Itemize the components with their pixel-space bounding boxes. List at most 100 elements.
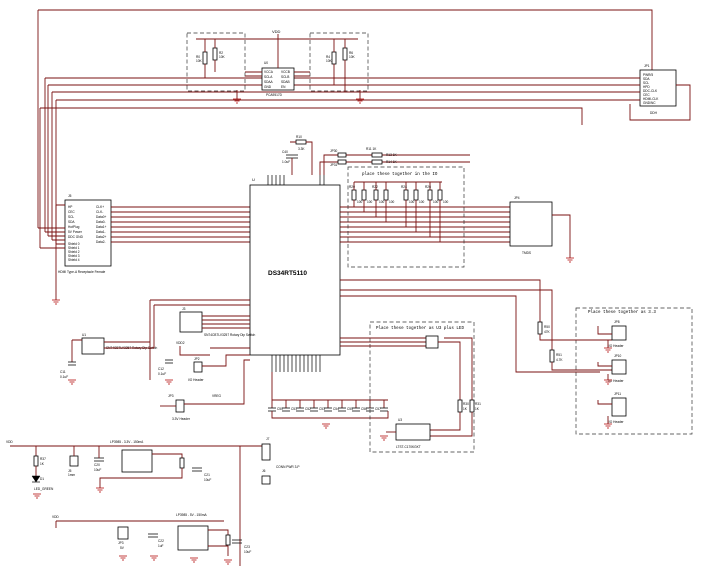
jp1-connector: JP1 PWR/5 SDA SCL HPD DDC-CLK CEC HDMI-C… <box>608 64 691 121</box>
j5-pin: CLK+ <box>96 205 104 209</box>
r10-val: 3.3K <box>298 147 305 151</box>
r-led-val: 1K <box>475 407 480 411</box>
ground-power-bottom <box>119 555 232 565</box>
jp1-pin: SCL <box>643 81 649 85</box>
j5-pin: CLK- <box>96 210 103 214</box>
c-out: C21 <box>204 473 210 477</box>
led-group <box>369 321 475 453</box>
j5-pin: SCL <box>68 215 74 219</box>
r-top-val-3: 10K <box>349 55 356 59</box>
decap: C53 <box>319 407 325 411</box>
led-bank: R30 R31 1K 1K U3 LTST-C170KGKT <box>340 335 481 449</box>
pullup-group-right <box>309 32 369 92</box>
vdd-top-label: VDD <box>272 29 281 34</box>
decap: C57 <box>375 407 381 411</box>
jp1-pin: DDC-CLK <box>643 89 658 93</box>
r-top-val-1: 10K <box>219 55 226 59</box>
jp-top: JP30 <box>330 149 337 153</box>
jp-hdr: JP10 <box>614 354 621 358</box>
r-top-val-2: 10K <box>326 59 333 63</box>
dip-switch-upper: J3 SN74CBTLV3257 Rotary Dip Switch <box>149 299 256 380</box>
jp-hdr: JP8 <box>614 320 620 324</box>
d1-ref: D1 <box>40 477 44 481</box>
r-led-val: 1K <box>463 407 468 411</box>
u0-pin: SDAB <box>281 80 290 84</box>
ground-led <box>380 435 388 441</box>
jp3-group: JP3 3.3V Header VREG <box>160 359 250 421</box>
r-hdr: R11 1K <box>366 147 377 151</box>
vdd5-label: VDD <box>52 515 59 519</box>
r37-ref: R37 <box>40 457 46 461</box>
jp-top: JP31 <box>330 163 337 167</box>
j5-pin: Data2+ <box>96 235 107 239</box>
ground-tmds <box>566 257 574 263</box>
jp3-label: 3.3V Header <box>172 417 191 421</box>
r-term-val: 100 <box>433 200 439 204</box>
main-chip-label: DS34RT5110 <box>268 270 307 277</box>
termination-group <box>347 166 465 268</box>
r-hdr: R13 1K <box>386 153 398 157</box>
r-term: R22 <box>372 185 378 189</box>
r-term-val: 100 <box>419 200 425 204</box>
decap: C50 <box>277 407 283 411</box>
r-hp-val: 47K <box>544 330 551 334</box>
j5-pin: DDC GND <box>68 235 84 239</box>
j5-pin: Data1- <box>96 230 106 234</box>
j6-label: CONN PWR 3-P <box>276 465 300 469</box>
sw1-ref: U1 <box>82 333 86 337</box>
decap: C56 <box>361 407 367 411</box>
c-out-val: 10uF <box>244 550 251 554</box>
u7-label: LP3985 - 3.3V - 150mA <box>110 440 144 444</box>
main-chip-ref: U <box>252 177 255 182</box>
jp1-pin: SDA <box>643 77 650 81</box>
r-term-val: 100 <box>443 200 449 204</box>
j5-pin: Shield 0 <box>68 242 80 246</box>
j7-ref: J7 <box>266 437 270 441</box>
r-top-3: R6 <box>349 51 353 55</box>
jp1-pin: PWR/5 <box>643 73 653 77</box>
place-text-1: place these together in the IO <box>362 172 438 177</box>
jp1-pin: HDMI-CLK <box>643 97 659 101</box>
r-led: R31 <box>475 402 481 406</box>
j5-pin: Shield 4 <box>68 258 80 262</box>
j5-pin: Data1+ <box>96 225 107 229</box>
dip-switch-lower: U1 SN74CBTLV3257 Rotary Dip Switch C11 0… <box>60 305 158 379</box>
jp1-pin: CEC <box>643 93 650 97</box>
c-out: C22 <box>158 539 164 543</box>
sw2-ref: J3 <box>182 307 186 311</box>
jp2-label: I/O Header <box>188 378 205 382</box>
j5-pin: Shield 2 <box>68 250 80 254</box>
net-top <box>37 9 653 248</box>
j5-pin: Data0+ <box>96 215 107 219</box>
io-headers: JP8 JP10 JP11 I/O Header I/O Header I/O … <box>597 320 627 424</box>
c-out: C23 <box>244 545 250 549</box>
u3-part: LTST-C170KGKT <box>396 445 421 449</box>
j5-pin: Data2- <box>96 240 106 244</box>
power-section: VDD R37 1K D1 LED_GREEN J5 1mm C20 10uF … <box>6 437 300 566</box>
u0-chip: U0 PCA9517D VCCA SCLA SDAA GND VCCB SCLB… <box>245 39 310 97</box>
sw2-label: SN74CBTLV3257 Rotary Dip Switch <box>204 333 256 337</box>
j5-ref: J5 <box>68 194 72 198</box>
r10-ref: R10 <box>296 135 302 139</box>
term-resistors: R20 R22 R24 R26 100 100 100 100 100 100 … <box>349 181 449 242</box>
hotplug-resistors: R50 R51 47K 4.7K <box>340 279 612 373</box>
jp5-label: 1mm <box>68 473 75 477</box>
d1-label: LED_GREEN <box>34 487 54 491</box>
vreg-label: VREG <box>212 394 222 398</box>
u12-label: LP3985 - 5V - 150mA <box>176 513 208 517</box>
r-term: R20 <box>349 185 355 189</box>
r-hp: R51 <box>556 353 562 357</box>
decap: C51 <box>291 407 297 411</box>
j5-pin: 5V Power <box>68 230 83 234</box>
r-term-val: 100 <box>367 200 373 204</box>
r-term-val: 100 <box>389 200 395 204</box>
u0-pin: SCLA <box>264 75 273 79</box>
j5-pin: HotPlug <box>68 225 80 229</box>
jp-hdr-lbl: I/O Header <box>608 379 625 383</box>
vdd2-label: VDD2 <box>176 341 185 345</box>
r37-val: 1K <box>40 462 45 466</box>
u0-pin: SCLB <box>281 75 289 79</box>
jp1-pin: GND/NC <box>643 101 656 105</box>
u0-pin: VCCA <box>264 70 274 74</box>
r-top-0: R0 <box>196 55 200 59</box>
